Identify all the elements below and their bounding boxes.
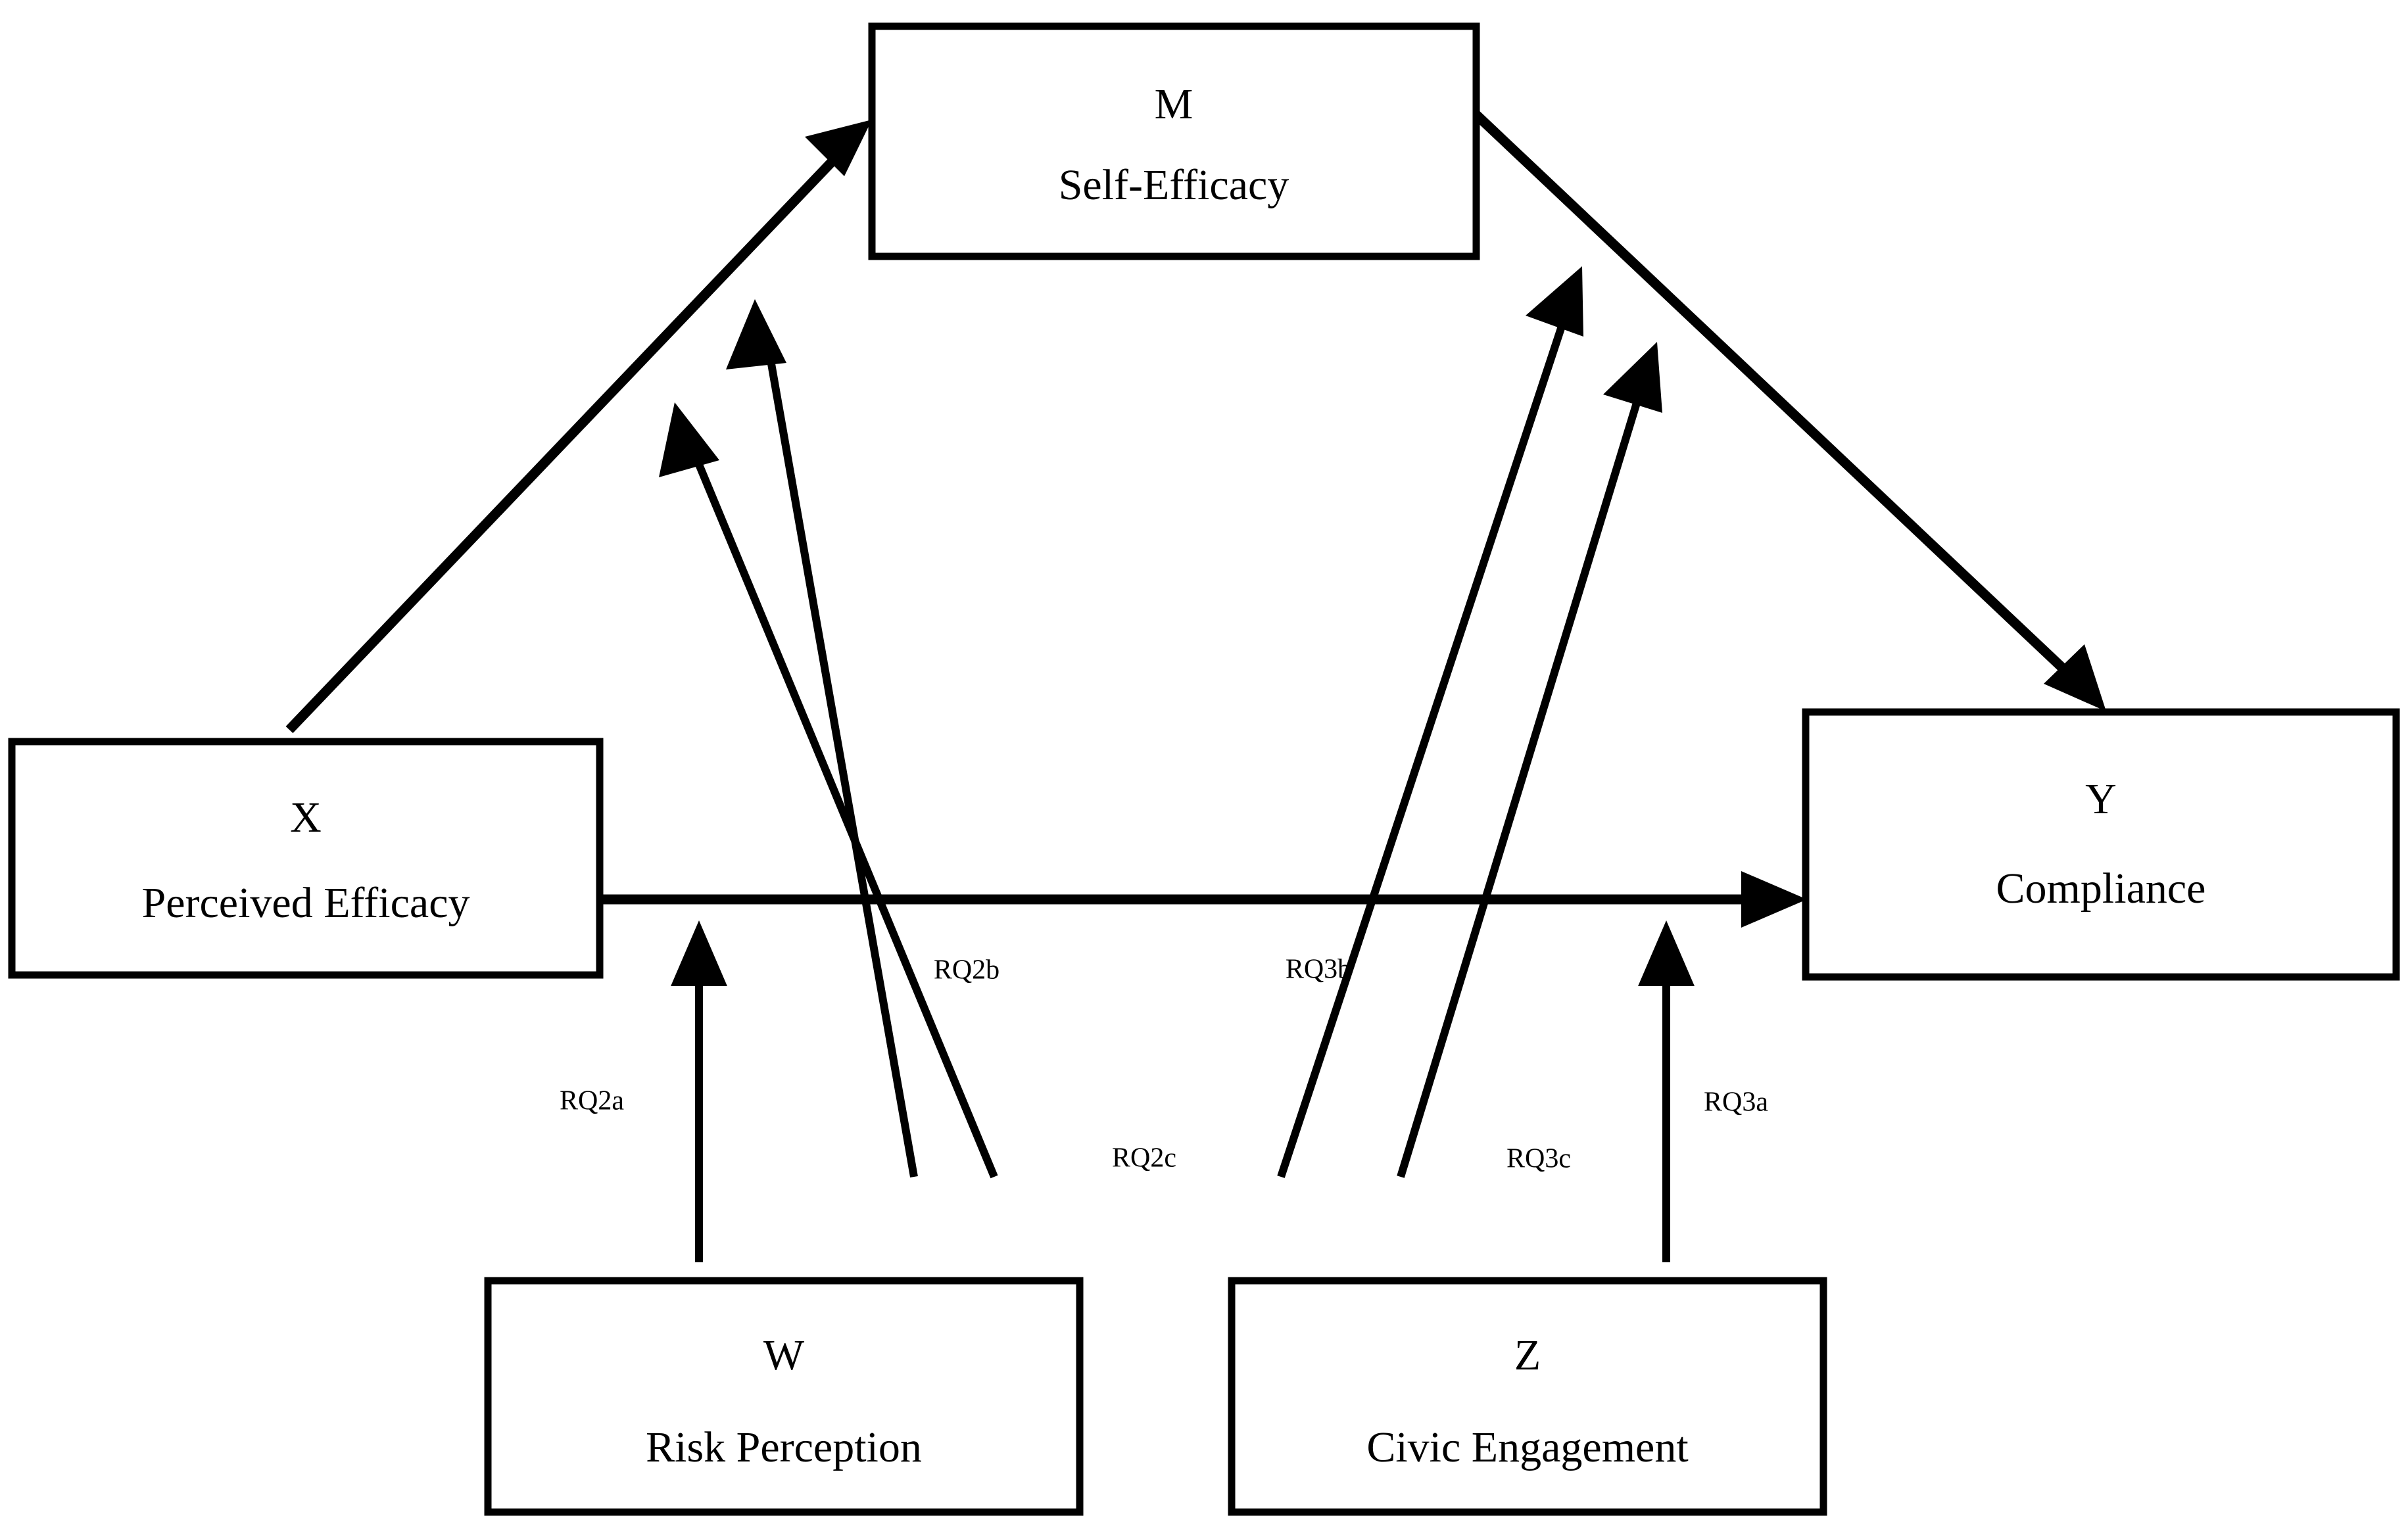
edge-z-to-m-rq3c [1397, 342, 1662, 1178]
edge-w-to-m-rq2b-line [764, 344, 918, 1178]
edge-label-rq3c: RQ3c [1506, 1144, 1571, 1174]
edge-label-rq2a: RQ2a [560, 1086, 624, 1116]
edge-label-rq3a: RQ3a [1704, 1087, 1768, 1118]
edge-label-rq2b: RQ2b [934, 955, 999, 986]
edge-z-to-m-rq3b-arrowhead [1526, 266, 1583, 337]
node-x-label: Perceived Efficacy [142, 879, 470, 927]
edge-w-to-x-arrowhead [671, 920, 727, 986]
edge-w-to-m-rq2b-arrowhead [726, 299, 786, 369]
edge-w-to-x [671, 920, 727, 1262]
node-m-box[interactable] [868, 22, 1480, 260]
edge-m-to-y-arrowhead [2044, 644, 2106, 711]
node-y-label: Compliance [1996, 865, 2206, 913]
edge-z-to-y [1638, 920, 1695, 1262]
edge-z-to-y-arrowhead [1638, 920, 1695, 986]
edge-z-to-m-rq3c-line [1397, 387, 1645, 1178]
edge-z-to-m-rq3c-arrowhead [1603, 342, 1662, 413]
edge-w-to-m-rq2c-line [688, 445, 998, 1179]
edge-x-to-y-arrowhead [1741, 871, 1807, 928]
edge-z-to-m-rq3b [1277, 266, 1583, 1178]
edge-m-to-y [1466, 105, 2106, 711]
node-w-label: Risk Perception [646, 1423, 922, 1471]
node-x-code: X [290, 794, 322, 842]
node-m-self-efficacy[interactable]: M Self-Efficacy [868, 22, 1480, 260]
node-w-box[interactable] [484, 1277, 1084, 1516]
node-z-label: Civic Engagement [1366, 1423, 1688, 1471]
node-m-label: Self-Efficacy [1059, 161, 1289, 209]
node-x-box[interactable] [8, 738, 604, 979]
node-y-box[interactable] [1802, 708, 2400, 981]
node-z-box[interactable] [1228, 1277, 1827, 1516]
edge-label-rq2c: RQ2c [1112, 1143, 1176, 1174]
node-z-code: Z [1514, 1331, 1541, 1379]
edge-x-to-y [600, 871, 1807, 928]
edge-label-rq3b: RQ3b [1286, 955, 1351, 985]
edge-w-to-m-rq2c-arrowhead [659, 402, 719, 477]
edge-x-to-m [285, 120, 872, 734]
edge-z-to-m-rq3b-line [1277, 311, 1570, 1178]
edge-x-to-m-arrowhead [805, 120, 872, 176]
node-w-code: W [763, 1331, 805, 1379]
edge-w-to-m-rq2c [659, 402, 998, 1179]
node-w-risk-perception[interactable]: W Risk Perception [484, 1277, 1084, 1516]
node-z-civic-engagement[interactable]: Z Civic Engagement [1228, 1277, 1827, 1516]
edge-w-to-m-rq2b [726, 299, 918, 1178]
node-m-code: M [1155, 80, 1193, 128]
node-y-code: Y [2085, 775, 2117, 823]
edge-m-to-y-line [1466, 105, 2083, 688]
edge-x-to-m-line [285, 141, 852, 734]
node-y-compliance[interactable]: Y Compliance [1802, 708, 2400, 981]
node-x-perceived-efficacy[interactable]: X Perceived Efficacy [8, 738, 604, 979]
